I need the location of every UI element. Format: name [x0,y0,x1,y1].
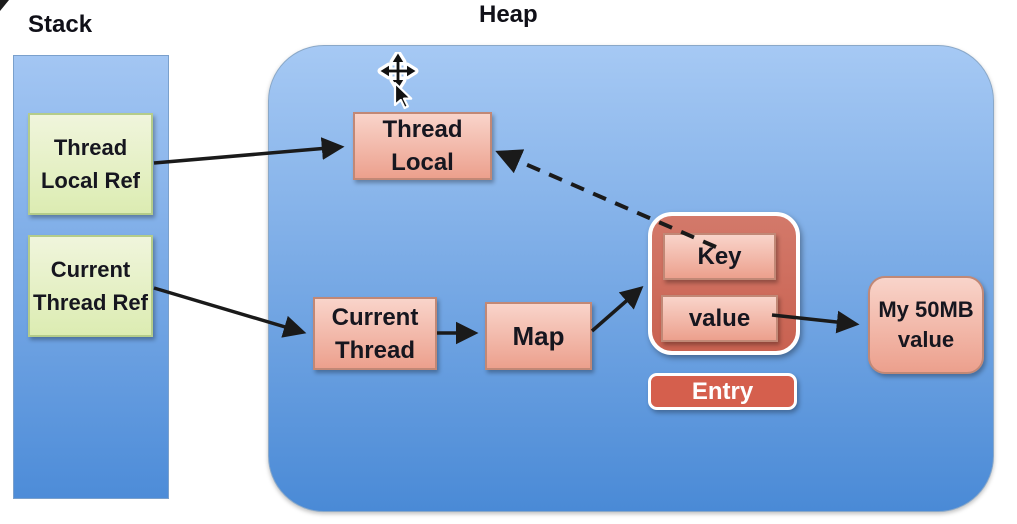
entry-value-box: value [661,295,778,342]
stack-box-thread-local-ref: Thread Local Ref [28,113,153,215]
heap-region-label: Heap [479,1,538,28]
heap-node-current-thread: Current Thread [313,297,437,370]
heap-node-my-50mb-value: My 50MB value [868,276,984,374]
stack-region-label: Stack [28,11,93,38]
entry-caption: Entry [648,373,797,410]
heap-node-thread-local: Thread Local [353,112,492,180]
stack-box-current-thread-ref: Current Thread Ref [28,235,153,337]
entry-key-box: Key [663,233,776,280]
heap-node-map: Map [485,302,592,370]
corner-mark [0,0,9,11]
